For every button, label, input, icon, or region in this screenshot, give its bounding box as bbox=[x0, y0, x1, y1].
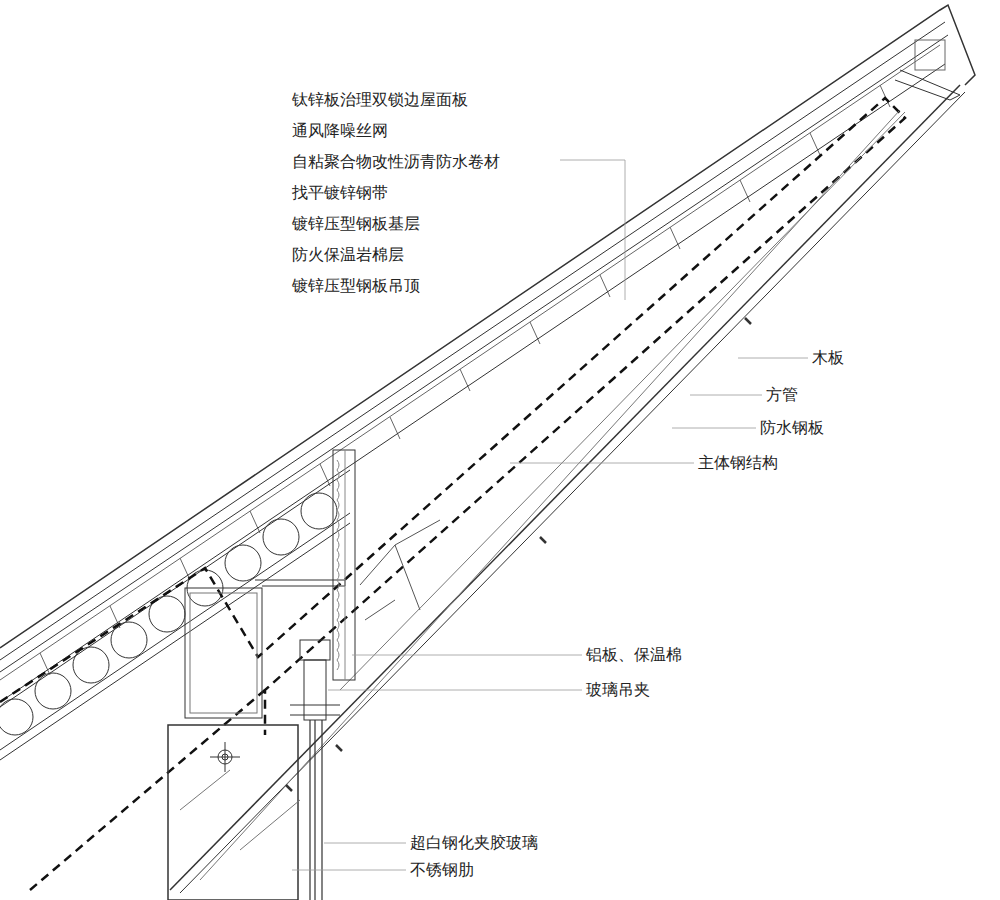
part-label: 镀锌压型钢板基层 bbox=[290, 214, 422, 234]
part-label: 玻璃吊夹 bbox=[584, 680, 652, 700]
part-label: 找平镀锌钢带 bbox=[290, 183, 390, 203]
part-label: 自粘聚合物改性沥青防水卷材 bbox=[290, 152, 502, 172]
part-label: 镀锌压型钢板吊顶 bbox=[290, 276, 422, 296]
part-label: 通风降噪丝网 bbox=[290, 121, 390, 141]
part-label: 主体钢结构 bbox=[696, 453, 780, 473]
part-label: 防水钢板 bbox=[758, 418, 826, 438]
part-label: 钛锌板治理双锁边屋面板 bbox=[290, 90, 470, 110]
part-label: 防火保温岩棉层 bbox=[290, 245, 406, 265]
part-label: 方管 bbox=[764, 385, 800, 405]
part-label: 不锈钢肋 bbox=[408, 860, 476, 880]
part-label: 超白钢化夹胶玻璃 bbox=[408, 833, 540, 853]
part-label: 铝板、保温棉 bbox=[584, 645, 684, 665]
part-label: 木板 bbox=[810, 348, 846, 368]
